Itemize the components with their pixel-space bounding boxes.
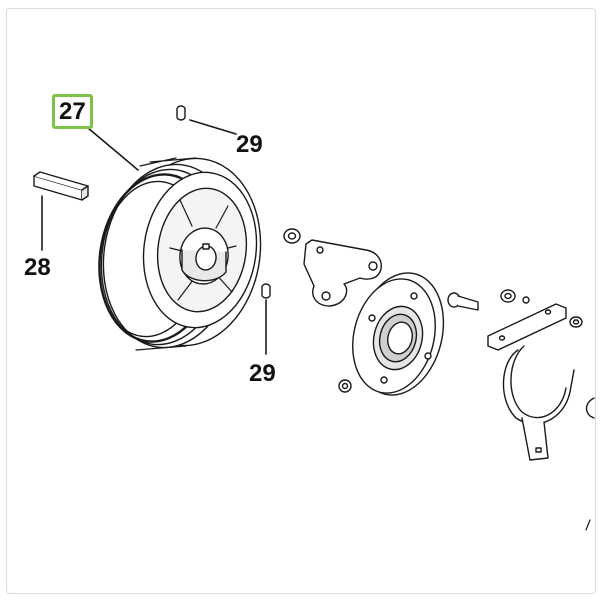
leader-line-29-top xyxy=(189,119,237,135)
pulley-part xyxy=(98,157,262,351)
small-nut-upper xyxy=(500,289,516,303)
bearing-flange xyxy=(352,272,445,396)
callout-29-bottom[interactable]: 29 xyxy=(249,360,276,387)
callout-28[interactable]: 28 xyxy=(24,254,51,281)
hex-nut xyxy=(338,379,352,393)
carriage-bolt xyxy=(447,292,479,311)
strap-bracket xyxy=(487,303,575,461)
leader-lines xyxy=(41,119,267,355)
flange-nut xyxy=(283,228,301,244)
callout-29-top[interactable]: 29 xyxy=(236,131,263,158)
set-screw-bottom xyxy=(261,283,271,299)
small-washer xyxy=(522,296,530,304)
mounting-bracket xyxy=(303,239,382,307)
leader-line-27 xyxy=(87,127,139,171)
set-screw-top xyxy=(176,105,186,121)
key-part xyxy=(33,171,89,201)
edge-part-fragment xyxy=(585,397,595,531)
callout-27[interactable]: 27 xyxy=(52,94,93,129)
small-nut-lower xyxy=(569,316,583,328)
